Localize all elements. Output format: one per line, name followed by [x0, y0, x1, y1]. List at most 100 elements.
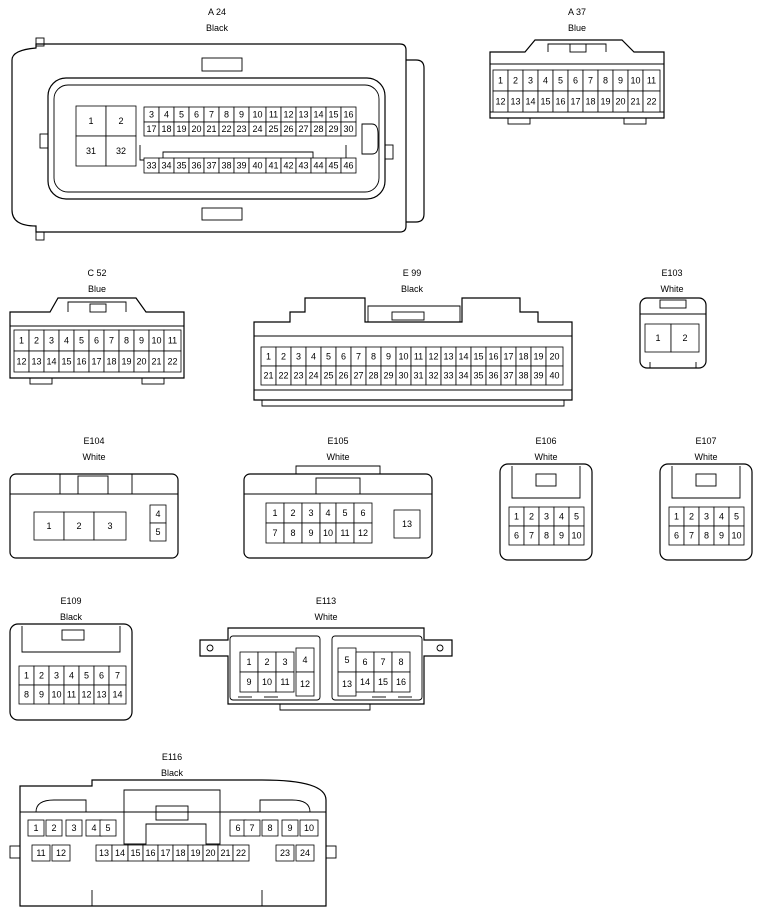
svg-text:23: 23	[293, 371, 303, 381]
e103-pins: 1 2	[644, 323, 700, 353]
svg-text:18: 18	[175, 848, 185, 858]
svg-text:8: 8	[224, 110, 229, 120]
svg-text:45: 45	[328, 161, 338, 171]
connector-c52-color: Blue	[88, 284, 106, 294]
connector-e103: E103 White 1 2	[639, 268, 707, 369]
connector-e109: E109 Black 1 2 3 4 5 6 7 8 9 10 11 12 13…	[9, 596, 133, 721]
svg-text:23: 23	[280, 848, 290, 858]
svg-text:7: 7	[380, 657, 385, 667]
connector-e105: E105 White 1 2 3 4 5 6 7 8 9 10 11 12 13	[243, 436, 433, 559]
svg-text:19: 19	[176, 124, 186, 134]
connector-a24-id: A 24	[208, 7, 226, 17]
svg-text:11: 11	[340, 528, 349, 538]
svg-text:4: 4	[155, 509, 160, 519]
svg-text:39: 39	[533, 371, 543, 381]
svg-text:16: 16	[555, 97, 565, 107]
c52-pins: 1 2 3 4 5 6 7 8 9 10 11 12 13 14 15 16 1…	[13, 329, 182, 373]
svg-text:15: 15	[473, 352, 483, 362]
connector-e116-color: Black	[161, 768, 184, 778]
connector-e103-color: White	[660, 284, 683, 294]
svg-text:10: 10	[398, 352, 408, 362]
svg-text:12: 12	[283, 110, 293, 120]
svg-text:14: 14	[458, 352, 468, 362]
svg-text:1: 1	[24, 671, 29, 681]
svg-text:10: 10	[151, 336, 161, 346]
svg-text:36: 36	[191, 161, 201, 171]
connector-e99-color: Black	[401, 284, 424, 294]
svg-text:34: 34	[458, 371, 468, 381]
svg-text:32: 32	[428, 371, 438, 381]
svg-text:9: 9	[719, 531, 724, 541]
connector-a24: A 24 Black 1 2 31 32 3 4 5 6 7 8 9 10 11	[11, 7, 425, 241]
svg-text:1: 1	[498, 76, 503, 86]
e109-pins: 1 2 3 4 5 6 7 8 9 10 11 12 13 14	[18, 665, 127, 705]
a24-pins-row1: 3 4 5 6 7 8 9 10 11 12 13 14 15 16	[143, 106, 357, 123]
svg-text:21: 21	[206, 124, 216, 134]
svg-text:3: 3	[107, 521, 112, 531]
connector-e106-color: White	[534, 452, 557, 462]
svg-text:35: 35	[176, 161, 186, 171]
svg-text:9: 9	[246, 677, 251, 687]
svg-text:2: 2	[281, 352, 286, 362]
svg-text:20: 20	[136, 357, 146, 367]
svg-text:3: 3	[149, 110, 154, 120]
svg-text:1: 1	[272, 508, 277, 518]
svg-text:7: 7	[209, 110, 214, 120]
connector-c52-id: C 52	[87, 268, 106, 278]
svg-text:6: 6	[514, 531, 519, 541]
svg-text:13: 13	[402, 519, 412, 529]
svg-text:18: 18	[161, 124, 171, 134]
connector-e109-color: Black	[60, 612, 83, 622]
e106-pins: 1 2 3 4 5 6 7 8 9 10	[508, 506, 585, 546]
svg-text:4: 4	[543, 76, 548, 86]
svg-text:14: 14	[360, 677, 370, 687]
svg-text:12: 12	[56, 848, 66, 858]
svg-text:10: 10	[323, 528, 333, 538]
svg-text:6: 6	[235, 823, 240, 833]
svg-text:1: 1	[266, 352, 271, 362]
svg-text:14: 14	[313, 110, 323, 120]
svg-text:7: 7	[588, 76, 593, 86]
svg-text:15: 15	[130, 848, 140, 858]
svg-text:26: 26	[338, 371, 348, 381]
svg-text:6: 6	[341, 352, 346, 362]
a24-pins-row3: 33 34 35 36 37 38 39 40 41 42 43 44 45 4…	[143, 157, 357, 174]
svg-text:7: 7	[689, 531, 694, 541]
svg-text:23: 23	[236, 124, 246, 134]
svg-text:13: 13	[96, 690, 106, 700]
svg-text:14: 14	[112, 690, 122, 700]
connector-e103-id: E103	[661, 268, 682, 278]
svg-text:17: 17	[503, 352, 513, 362]
svg-text:4: 4	[302, 655, 307, 665]
svg-text:10: 10	[731, 531, 741, 541]
svg-text:7: 7	[115, 671, 120, 681]
svg-text:24: 24	[308, 371, 318, 381]
connector-c52: C 52 Blue 1 2 3 4 5 6 7 8 9 10 11 12 13 …	[9, 268, 185, 385]
svg-text:28: 28	[313, 124, 323, 134]
svg-text:17: 17	[570, 97, 580, 107]
svg-text:18: 18	[518, 352, 528, 362]
svg-text:14: 14	[46, 357, 56, 367]
svg-text:21: 21	[151, 357, 161, 367]
svg-text:8: 8	[290, 528, 295, 538]
connector-e116: E116 Black 1 2 3 4 5 6 7 8 9 10 11 12 13…	[9, 752, 337, 907]
svg-text:20: 20	[615, 97, 625, 107]
svg-text:8: 8	[371, 352, 376, 362]
svg-text:1: 1	[46, 521, 51, 531]
svg-text:9: 9	[39, 690, 44, 700]
connector-e105-id: E105	[327, 436, 348, 446]
svg-text:11: 11	[67, 690, 76, 700]
svg-text:24: 24	[300, 848, 310, 858]
svg-text:7: 7	[529, 531, 534, 541]
svg-text:6: 6	[194, 110, 199, 120]
svg-text:46: 46	[343, 161, 353, 171]
svg-text:38: 38	[221, 161, 231, 171]
connector-e107-id: E107	[695, 436, 716, 446]
connector-e107: E107 White 1 2 3 4 5 6 7 8 9 10	[659, 436, 753, 561]
svg-text:15: 15	[540, 97, 550, 107]
svg-text:11: 11	[414, 352, 423, 362]
svg-text:10: 10	[630, 76, 640, 86]
svg-text:1: 1	[33, 823, 38, 833]
connector-e104-id: E104	[83, 436, 104, 446]
svg-text:21: 21	[220, 848, 230, 858]
